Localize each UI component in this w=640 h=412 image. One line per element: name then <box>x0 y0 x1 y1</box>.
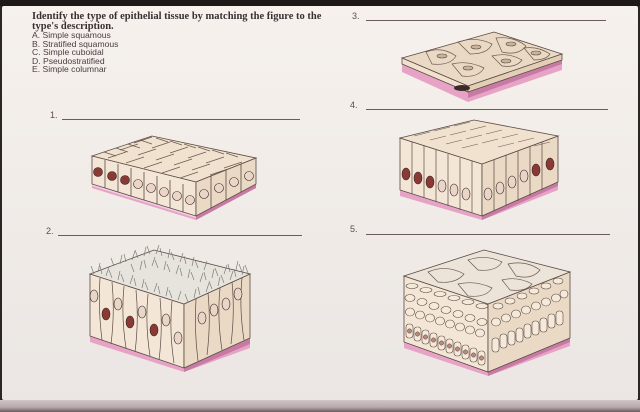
figure-5-flat-surface-cells <box>427 257 541 297</box>
instructions: Identify the type of epithelial tissue b… <box>32 11 322 75</box>
question-4-answer-line[interactable] <box>366 109 608 110</box>
option-e: E. Simple columnar <box>32 64 107 75</box>
figure-1-cells-front <box>104 160 242 212</box>
figure-3-nuclei <box>436 41 542 71</box>
monitor-bezel-top <box>0 0 640 6</box>
question-1-number: 1. <box>50 110 58 120</box>
question-3-answer-line[interactable] <box>366 20 606 21</box>
figure-5-side-layers <box>491 277 569 353</box>
figure-4-apical-tops <box>413 121 551 149</box>
figure-3-cutaway-nucleus <box>454 85 470 91</box>
question-2-number: 2. <box>46 226 54 236</box>
question-1-answer-line[interactable] <box>62 119 300 120</box>
figure-5-cell-layers-front <box>404 283 489 338</box>
figure-2-cell-borders <box>98 277 245 364</box>
option-b: B. Stratified squamous <box>32 38 119 49</box>
question-5-number: 5. <box>350 224 358 234</box>
question-4-number: 4. <box>350 100 358 110</box>
option-a: A. Simple squamous <box>32 30 111 40</box>
figure-2-basement-membrane <box>90 336 250 372</box>
worksheet: Identify the type of epithelial tissue b… <box>2 6 638 400</box>
question-3-number: 3. <box>352 11 360 21</box>
figure-3-squamous-layer <box>400 31 564 93</box>
figure-1-cell-tops <box>103 136 243 179</box>
figure-5-basal-columns <box>405 323 486 366</box>
question-5-answer-line[interactable] <box>366 234 610 235</box>
figure-1-tissue-diagram <box>90 135 258 220</box>
instructions-title: Identify the type of epithelial tissue b… <box>32 11 322 32</box>
figure-2-cilia <box>90 244 249 303</box>
figure-2-nuclei <box>89 287 243 345</box>
figure-4-cell-borders <box>411 142 543 213</box>
figure-5-tissue-diagram <box>402 249 572 376</box>
figure-2-tissue-diagram <box>88 244 252 372</box>
figure-4-basement-membrane <box>400 182 558 220</box>
figure-4-tissue-diagram <box>398 119 560 220</box>
figure-5-basal-nuclei <box>407 328 484 361</box>
figure-5-basement-membrane <box>404 338 570 376</box>
figure-3-tissue-diagram <box>400 31 564 102</box>
figure-4-nuclei <box>401 157 555 201</box>
figure-3-cell-outlines <box>425 37 551 77</box>
option-d: D. Pseudostratified <box>32 55 105 66</box>
desk-surface-edge <box>0 400 640 412</box>
figure-1-nuclei <box>93 167 254 205</box>
option-c: C. Simple cuboidal <box>32 47 104 58</box>
question-2-answer-line[interactable] <box>58 235 302 236</box>
